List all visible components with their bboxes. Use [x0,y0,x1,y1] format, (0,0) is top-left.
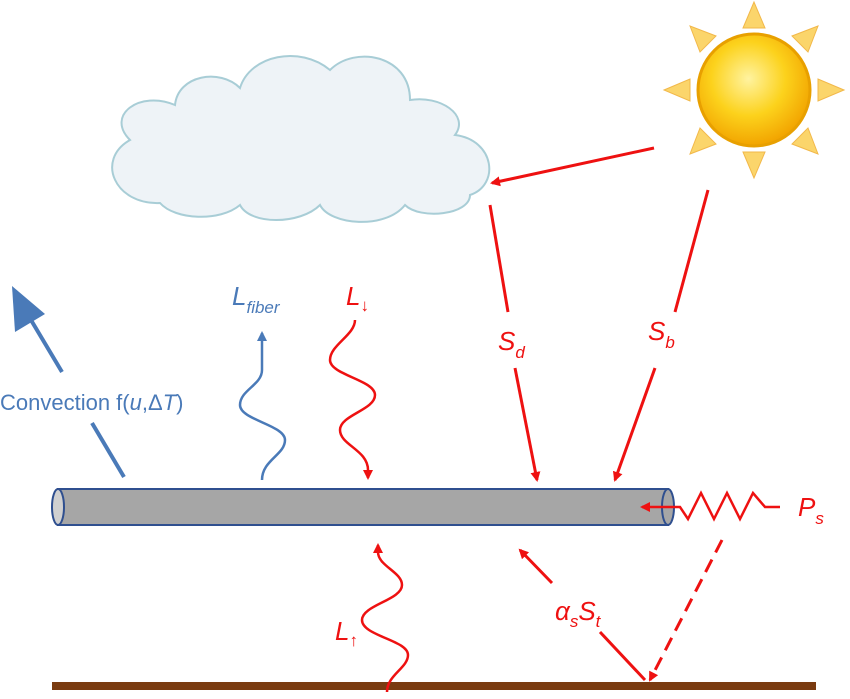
longwave-down-wave [328,319,377,480]
fiber-emission-wave [238,331,287,481]
ground-reflection-arrow-lower [598,630,647,682]
l-down-label: L↓ [346,281,369,315]
reflected-dashed-arrow [648,539,724,682]
fiber-cylinder [51,488,675,526]
convection-arrow-lower [90,421,126,479]
sb-label: Sb [648,316,675,352]
l-fiber-label: Lfiber [232,281,281,317]
sun-icon [662,0,846,180]
longwave-up-wave [360,543,410,693]
convection-arrow-upper [26,313,64,374]
l-up-label: L↑ [335,616,358,650]
alpha-s-st-label: αsSt [555,596,602,631]
ground-reflection-arrow-upper [518,548,554,585]
joule-heating-zigzag [640,490,780,522]
beam-radiation-arrow-lower [612,367,657,482]
convection-arrowhead [12,286,45,332]
sd-label: Sd [498,326,525,362]
sun-to-cloud-arrow [490,146,655,187]
convection-label: Convection f(u,ΔT) [0,390,183,415]
beam-radiation-arrow-upper [673,189,710,313]
cloud-icon [111,55,491,223]
ground-line [52,682,816,690]
diffuse-radiation-arrow-lower [513,367,541,482]
diffuse-radiation-arrow-upper [488,204,510,313]
ps-label: Ps [798,492,824,528]
